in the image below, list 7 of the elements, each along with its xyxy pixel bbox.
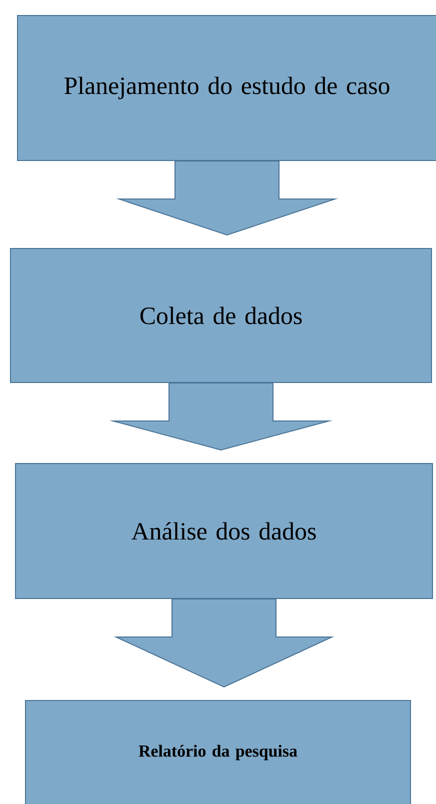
block-arrow: [114, 598, 334, 688]
step-box: Planejamento do estudo de caso: [17, 15, 436, 161]
block-arrow: [109, 382, 333, 451]
block-arrow: [116, 160, 338, 236]
step-box: Análise dos dados: [15, 463, 433, 599]
step-box: Coleta de dados: [10, 248, 432, 383]
step-box: Relatório da pesquisa: [25, 700, 411, 804]
